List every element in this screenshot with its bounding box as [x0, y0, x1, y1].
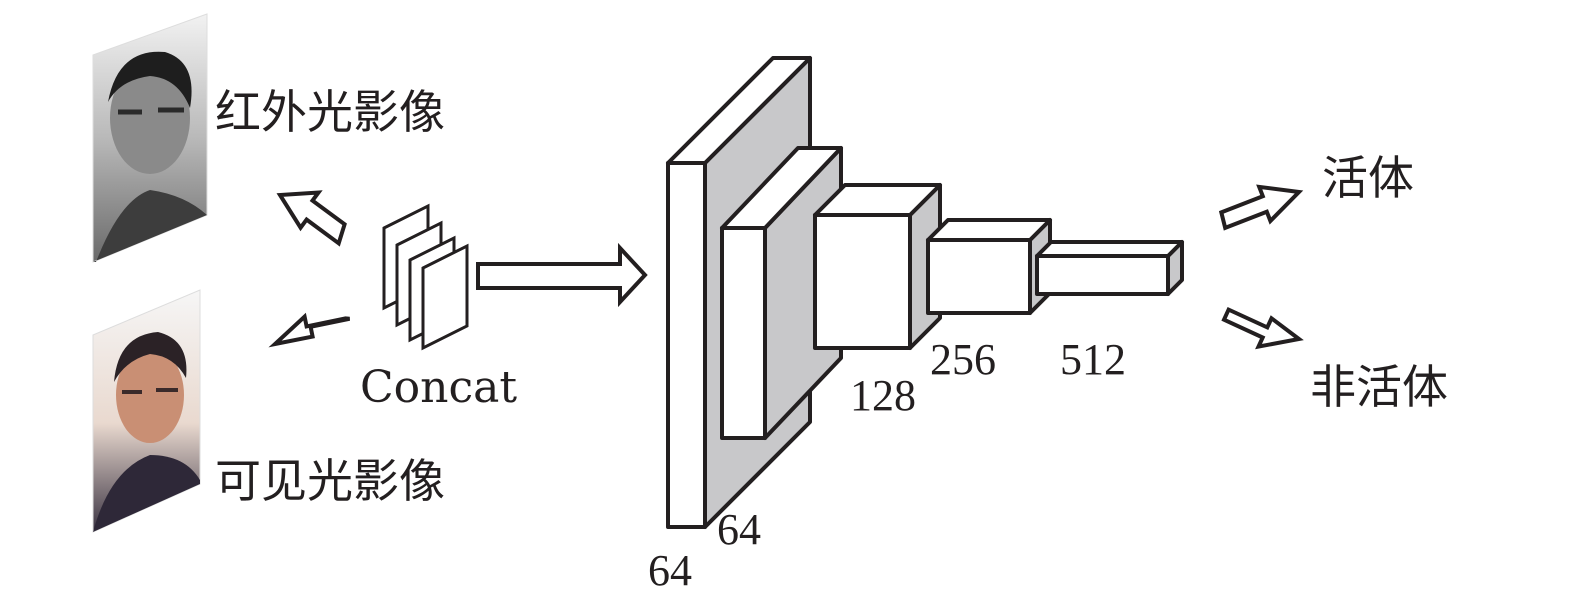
live-label: 活体: [1322, 151, 1414, 205]
layer1-width-label: 64: [717, 505, 761, 554]
layer1-height-label: 64: [648, 546, 692, 595]
arrow-to-network-icon: [476, 242, 648, 308]
visible-image-label: 可见光影像: [215, 454, 445, 508]
arrow-to-visible-icon: [268, 312, 351, 348]
arrow-to-nonlive-icon: [1221, 306, 1304, 350]
nonlive-label: 非活体: [1310, 360, 1448, 414]
conv-layer-3: [813, 183, 942, 350]
concat-stack-icon: [382, 203, 469, 351]
arrow-to-infrared-icon: [276, 190, 347, 247]
layer4-label: 256: [930, 335, 996, 384]
infrared-face-image: [92, 13, 208, 263]
visible-face-image: [92, 289, 201, 533]
infrared-image-label: 红外光影像: [215, 85, 445, 139]
conv-layer-4: [926, 218, 1052, 315]
concat-label: Concat: [360, 362, 517, 413]
layer5-label: 512: [1060, 335, 1126, 384]
conv-layer-5: [1035, 240, 1184, 296]
arrow-to-live-icon: [1218, 184, 1304, 231]
layer3-label: 128: [850, 371, 916, 420]
